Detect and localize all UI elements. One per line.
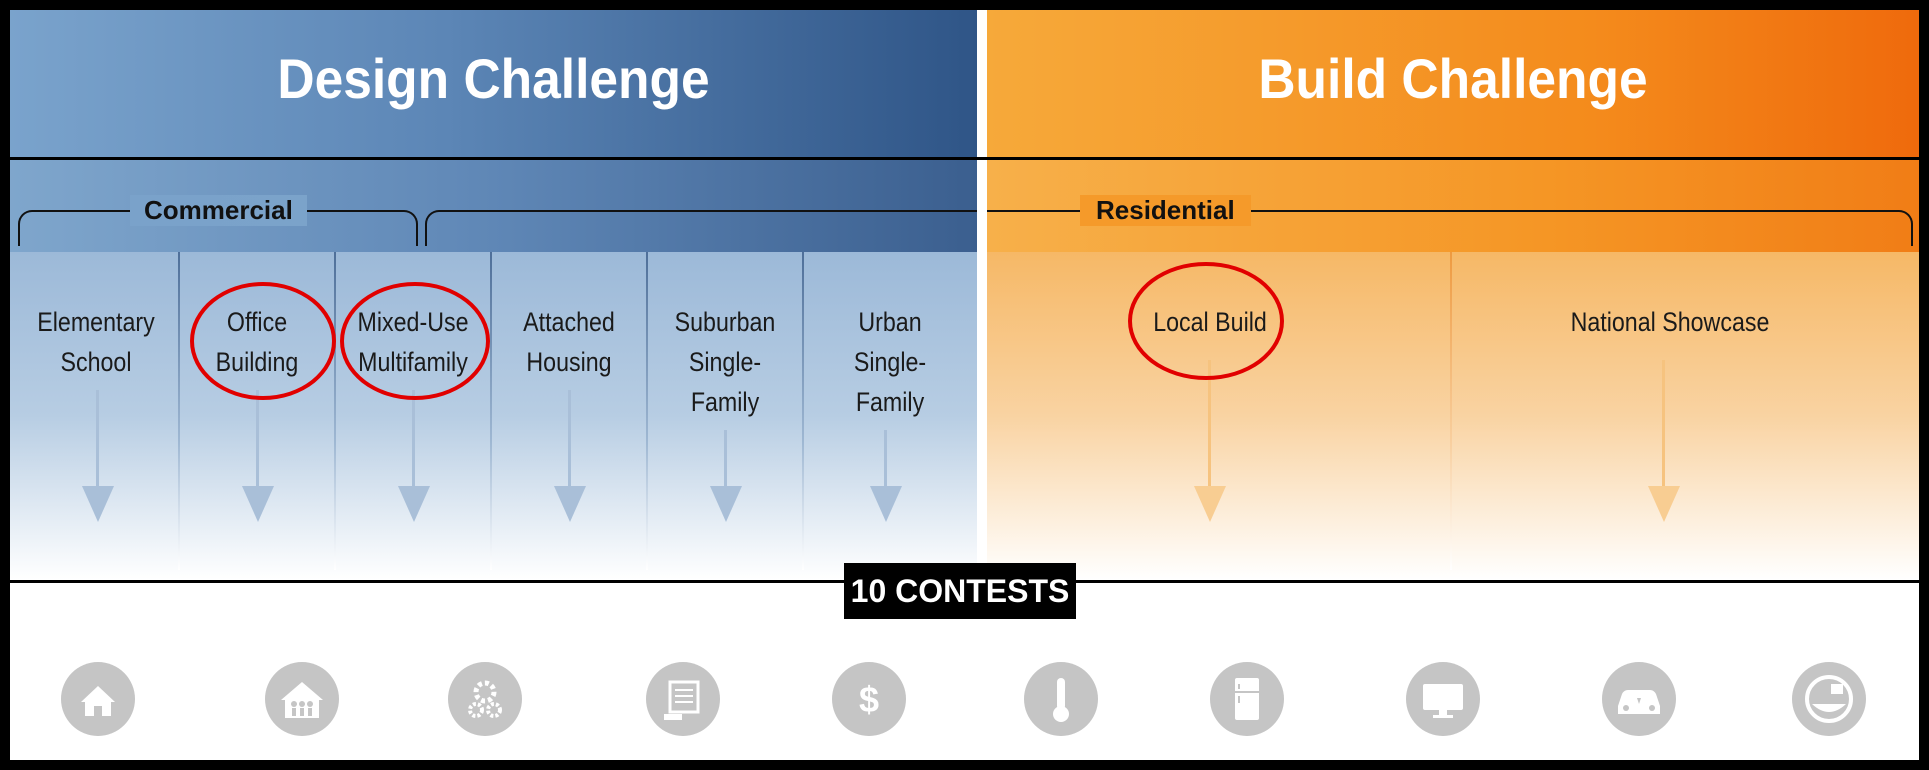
gears-icon [448,662,522,736]
highlight-circle-office-building [190,282,336,400]
arrow-head-icon [710,486,742,522]
design-challenge-title: Design Challenge [277,47,710,110]
column-label-elementary-school: Elementary School [37,307,155,377]
build-challenge-title: Build Challenge [1258,47,1648,110]
contests-label: 10 CONTESTS [844,563,1076,619]
svg-text:$: $ [859,679,879,720]
family-home-icon [265,662,339,736]
commercial-label: Commercial [130,195,307,226]
highlight-circle-local-build [1128,262,1284,380]
column-separator [334,252,336,570]
arrow-head-icon [242,486,274,522]
arrow-down-icon [568,390,571,500]
column-label-urban-single-family: Urban Single- Family [853,307,927,417]
arrow-head-icon [82,486,114,522]
meter-icon [1792,662,1866,736]
column-label-national-showcase: National Showcase [1570,307,1770,337]
arrow-down-icon [724,430,727,500]
column-separator [490,252,492,570]
residential-label: Residential [1080,195,1251,226]
refrigerator-icon [1210,662,1284,736]
arrow-head-icon [554,486,586,522]
highlight-circle-mixed-use [340,282,490,400]
presentation-icon [646,662,720,736]
arrow-head-icon [1194,486,1226,522]
challenge-divider [977,10,987,580]
design-challenge-header: Design Challenge [10,10,977,157]
column-separator [646,252,648,570]
thermometer-icon [1024,662,1098,736]
column-separator [178,252,180,570]
arrow-head-icon [870,486,902,522]
build-challenge-header: Build Challenge [987,10,1919,157]
arrow-down-icon [96,390,99,500]
arrow-down-icon [1208,360,1211,500]
arrow-head-icon [398,486,430,522]
house-icon [61,662,135,736]
dollar-icon: $ [832,662,906,736]
arrow-down-icon [1662,360,1665,500]
arrow-down-icon [884,430,887,500]
car-charging-icon [1602,662,1676,736]
monitor-icon [1406,662,1480,736]
column-label-suburban-single-family: Suburban Single- Family [674,307,776,417]
design-columns-area [10,252,977,580]
column-separator [802,252,804,570]
arrow-head-icon [1648,486,1680,522]
column-separator [1450,252,1452,570]
column-label-attached-housing: Attached Housing [523,307,615,377]
arrow-down-icon [256,390,259,500]
arrow-down-icon [412,390,415,500]
